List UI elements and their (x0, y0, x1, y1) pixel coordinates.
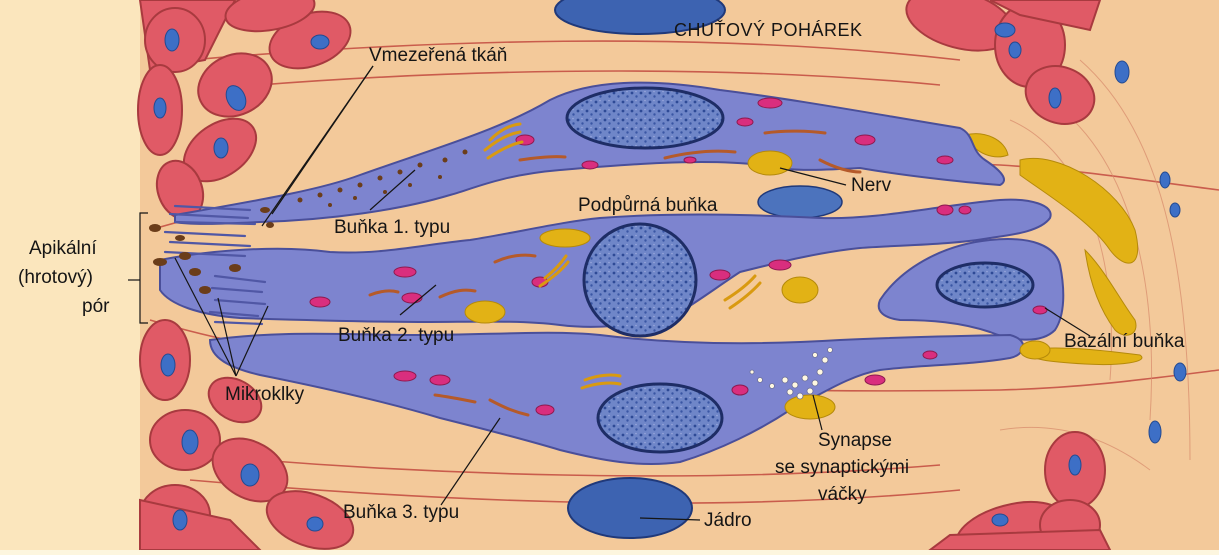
label-nerve: Nerv (851, 175, 892, 196)
label-cell-type-3: Buňka 3. typu (343, 502, 459, 523)
label-basal-cell: Bazální buňka (1064, 331, 1185, 352)
diagram-title: CHUŤOVÝ POHÁREK (674, 20, 863, 40)
label-interstitial-tissue: Vmezeřená tkáň (369, 45, 507, 66)
label-synapse-3: váčky (818, 484, 867, 505)
label-apical-pore-3: pór (82, 296, 110, 317)
label-apical-pore-1: Apikální (29, 238, 97, 259)
label-synapse-1: Synapse (818, 430, 892, 451)
label-synapse-2: se synaptickými (775, 457, 909, 478)
label-apical-pore-2: (hrotový) (18, 267, 93, 288)
label-cell-type-1: Buňka 1. typu (334, 217, 450, 238)
label-nucleus: Jádro (704, 510, 752, 531)
label-microvilli: Mikroklky (225, 384, 305, 405)
label-supporting-cell: Podpůrná buňka (578, 195, 718, 216)
label-cell-type-2: Buňka 2. typu (338, 325, 454, 346)
